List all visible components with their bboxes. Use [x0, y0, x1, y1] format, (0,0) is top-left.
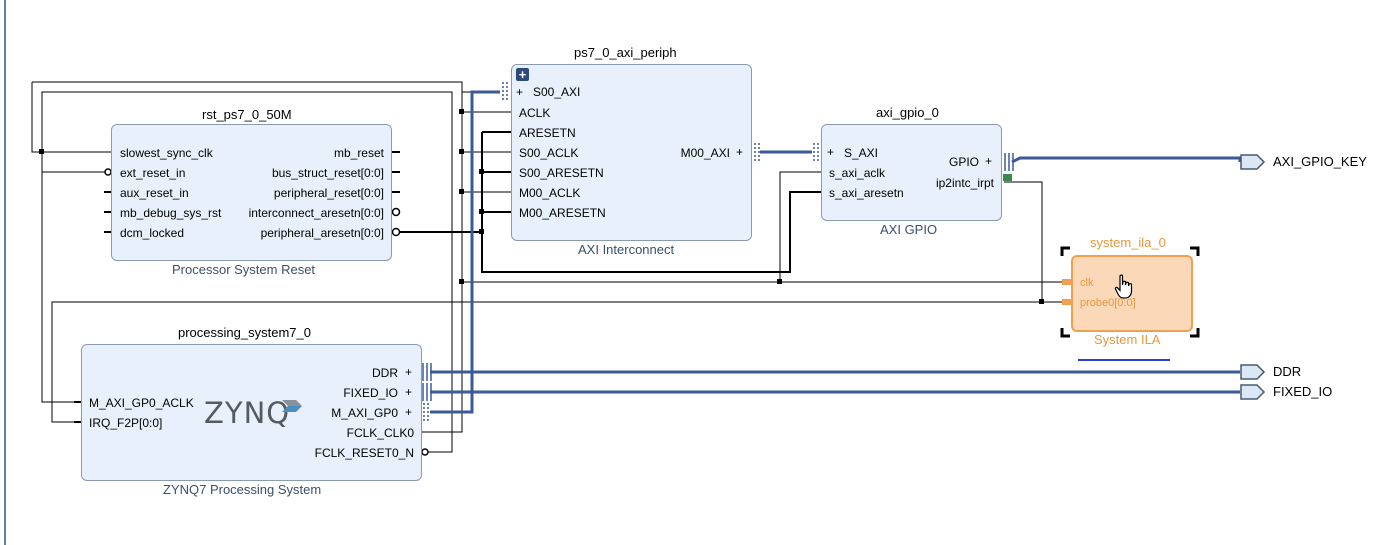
- ps-pin-m-axi-gp0[interactable]: M_AXI_GP0: [331, 406, 398, 420]
- bus-m-axi-gp0[interactable]: [430, 90, 500, 414]
- port-ddr[interactable]: DDR: [1273, 364, 1302, 379]
- port-fixed-io[interactable]: FIXED_IO: [1273, 384, 1333, 399]
- gpio-instance-name: axi_gpio_0: [876, 105, 939, 120]
- interconnect-block[interactable]: [511, 64, 752, 241]
- wire-fclk-reset0-n[interactable]: [41, 91, 453, 453]
- rst-pin-mb-reset[interactable]: mb_reset: [333, 146, 384, 160]
- ila-pins: [1062, 279, 1074, 305]
- rst-instance-name: rst_ps7_0_50M: [202, 107, 292, 122]
- external-port-shapes[interactable]: [1240, 154, 1266, 400]
- gpio-s-axi-plus-icon: +: [827, 145, 835, 159]
- gpio-pin-ip2intc-irpt[interactable]: ip2intc_irpt: [935, 176, 994, 190]
- interconnect-m00-plus-icon: +: [736, 145, 744, 159]
- ila-selection-corners: [1060, 246, 1200, 338]
- gpio-pin-gpio[interactable]: GPIO: [948, 155, 979, 169]
- dotted-connectors: [423, 82, 819, 421]
- rst-block[interactable]: [111, 124, 392, 261]
- ps-pin-fclk-clk0[interactable]: FCLK_CLK0: [346, 426, 414, 440]
- bus-gpio[interactable]: [1011, 156, 1242, 164]
- interconnect-caption: AXI Interconnect: [578, 242, 675, 257]
- interconnect-pin-m00-axi[interactable]: M00_AXI: [680, 146, 730, 160]
- rst-pin-peripheral-aresetn[interactable]: peripheral_aresetn[0:0]: [260, 226, 384, 240]
- hand-cursor-icon: [1114, 274, 1133, 299]
- irq-marker-icon: [1003, 174, 1012, 181]
- ps-pin-fclk-reset0-n[interactable]: FCLK_RESET0_N: [314, 446, 414, 460]
- ila-pin-probe0[interactable]: probe0[0:0]: [1080, 297, 1136, 309]
- rst-pin-ext-reset-in[interactable]: ext_reset_in: [120, 166, 186, 180]
- gpio-pin-s-axi-aclk[interactable]: s_axi_aclk: [829, 166, 886, 180]
- ila-instance-name: system_ila_0: [1090, 235, 1166, 250]
- gpio-pin-s-axi[interactable]: S_AXI: [844, 146, 879, 160]
- interface-connectors: [422, 153, 1014, 401]
- gpio-caption: AXI GPIO: [880, 222, 938, 237]
- ps-caption: ZYNQ7 Processing System: [163, 482, 322, 497]
- ps-pin-ddr[interactable]: DDR: [372, 366, 398, 380]
- interconnect-pin-s00-aclk[interactable]: S00_ACLK: [519, 146, 579, 160]
- rst-pin-mb-debug-sys-rst[interactable]: mb_debug_sys_rst: [120, 206, 222, 220]
- rst-pin-peripheral-reset[interactable]: peripheral_reset[0:0]: [273, 186, 384, 200]
- gpio-pin-s-axi-aresetn[interactable]: s_axi_aresetn: [829, 186, 904, 200]
- wire-peripheral-aresetn[interactable]: [398, 131, 822, 273]
- rst-pin-dcm-locked[interactable]: dcm_locked: [120, 226, 185, 240]
- interconnect-pin-s00-aresetn[interactable]: S00_ARESETN: [519, 166, 604, 180]
- rst-pin-interconnect-aresetn[interactable]: interconnect_aresetn[0:0]: [248, 206, 384, 220]
- expand-plus-icon[interactable]: +: [516, 68, 529, 81]
- port-axi-gpio-key[interactable]: AXI_GPIO_KEY: [1273, 154, 1367, 169]
- ps-ddr-plus-icon: +: [405, 365, 413, 379]
- zynq-logo: ZYNQ: [204, 396, 291, 430]
- interconnect-pin-aclk[interactable]: ACLK: [519, 106, 551, 120]
- rst-pin-bus-struct-reset[interactable]: bus_struct_reset[0:0]: [271, 166, 384, 180]
- interconnect-pin-aresetn[interactable]: ARESETN: [519, 126, 576, 140]
- gpio-out-plus-icon: +: [985, 154, 993, 168]
- rst-pin-slowest-sync-clk[interactable]: slowest_sync_clk: [120, 146, 213, 160]
- wire-ip2intc-irpt[interactable]: [51, 181, 1072, 423]
- ila-pin-clk[interactable]: clk: [1080, 277, 1094, 289]
- rst-caption: Processor System Reset: [172, 262, 316, 277]
- canvas-frame-edge: [4, 0, 6, 545]
- interconnect-plus-icon: +: [516, 85, 524, 99]
- zynq-logo-mark-icon: [282, 400, 302, 412]
- net-junctions: [39, 109, 1044, 304]
- ps-pin-fixed-io[interactable]: FIXED_IO: [343, 386, 398, 400]
- gpio-block[interactable]: [821, 124, 1002, 221]
- pin-stubs: [74, 151, 400, 423]
- ps-block[interactable]: [81, 344, 422, 481]
- ps-fixed-io-plus-icon: +: [405, 385, 413, 399]
- ps-instance-name: processing_system7_0: [178, 325, 311, 340]
- interconnect-instance-name: ps7_0_axi_periph: [574, 45, 677, 60]
- ps-m-axi-gp0-plus-icon: +: [405, 405, 413, 419]
- interconnect-pin-m00-aclk[interactable]: M00_ACLK: [519, 186, 581, 200]
- ila-block[interactable]: [1071, 255, 1193, 332]
- ila-caption: System ILA: [1094, 332, 1161, 347]
- ps-pin-m-axi-gp0-aclk[interactable]: M_AXI_GP0_ACLK: [89, 396, 194, 410]
- interconnect-pin-m00-aresetn[interactable]: M00_ARESETN: [519, 206, 606, 220]
- interconnect-pin-s00-axi[interactable]: S00_AXI: [533, 85, 581, 99]
- ps-pin-irq-f2p[interactable]: IRQ_F2P[0:0]: [89, 416, 163, 430]
- rst-pin-aux-reset-in[interactable]: aux_reset_in: [120, 186, 189, 200]
